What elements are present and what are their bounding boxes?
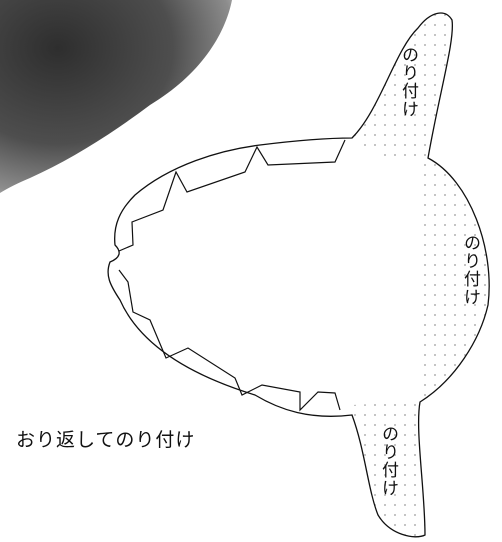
glue-area-dots (352, 13, 490, 537)
glue-label-right-edge: のり付け (460, 234, 480, 306)
fold-instruction-label: おり返してのり付け (16, 429, 196, 451)
glue-label-top-fin: のり付け (398, 46, 418, 118)
shadow-blob (0, 0, 232, 193)
glue-label-bottom-fin: のり付け (378, 425, 398, 497)
fold-tabs-bottom (118, 269, 341, 412)
fold-tabs-top (118, 139, 346, 252)
fish-outline (107, 12, 490, 538)
